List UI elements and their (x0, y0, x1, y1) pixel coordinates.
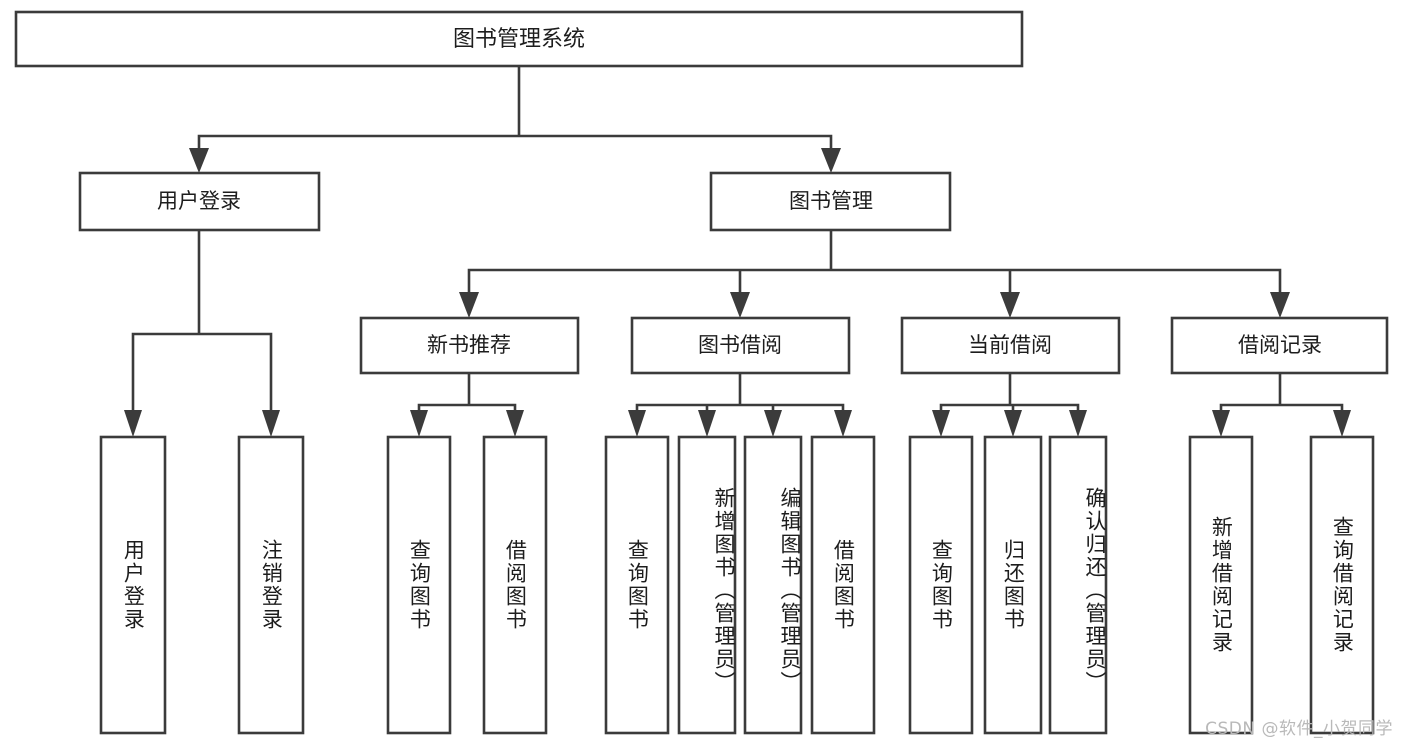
node-book-manage[interactable]: 图书管理 (709, 171, 952, 232)
leaf-box-logout[interactable] (237, 435, 305, 735)
leaf-box-cb-return-book[interactable] (983, 435, 1043, 735)
leaf-box-br-query-record[interactable] (1309, 435, 1375, 735)
node-current-borrow-box[interactable] (900, 316, 1121, 375)
node-new-book-rec-box[interactable] (359, 316, 580, 375)
arrowhead-new-book-rec (459, 292, 479, 318)
connector-root-to-level2 (197, 64, 833, 160)
arrowhead-bb-edit-book (764, 410, 782, 437)
arrowhead-cb-return-book (1004, 410, 1022, 437)
leaf-box-cb-confirm-return[interactable] (1048, 435, 1108, 735)
node-borrow-record-box[interactable] (1170, 316, 1389, 375)
connector-borrowrecord-bus (1219, 371, 1344, 422)
arrowhead-bb-add-book (698, 410, 716, 437)
leaf-box-br-add-record[interactable] (1188, 435, 1254, 735)
leaf-box-layer (99, 435, 1375, 735)
leaf-box-bb-edit-book[interactable] (743, 435, 803, 735)
arrowhead-leaf-user-login (124, 410, 142, 437)
node-book-borrow-label: 图书借阅 (698, 333, 782, 357)
leaf-box-bb-borrow-book[interactable] (810, 435, 876, 735)
leaf-box-bb-query-book[interactable] (604, 435, 670, 735)
node-root[interactable]: 图书管理系统 (14, 10, 1024, 68)
node-book-manage-box[interactable] (709, 171, 952, 232)
connector-layer (124, 64, 1351, 437)
node-borrow-record-label: 借阅记录 (1238, 333, 1322, 357)
arrowhead-cb-query-book (932, 410, 950, 437)
connector-userlogin-bus (131, 228, 273, 422)
node-user-login[interactable]: 用户登录 (78, 171, 321, 232)
leaf-box-bb-add-book[interactable] (677, 435, 737, 735)
connector-bookmanage-bus (467, 228, 1282, 302)
arrowhead-nbr-query-book (410, 410, 428, 437)
arrowhead-book-borrow (730, 292, 750, 318)
arrowhead-current-borrow (1000, 292, 1020, 318)
leaf-box-nbr-query-book[interactable] (386, 435, 452, 735)
arrowhead-cb-confirm-return (1069, 410, 1087, 437)
leaf-box-cb-query-book[interactable] (908, 435, 974, 735)
node-borrow-record[interactable]: 借阅记录 (1170, 316, 1389, 375)
arrowhead-bb-borrow-book (834, 410, 852, 437)
node-new-book-rec-label: 新书推荐 (427, 333, 511, 357)
node-new-book-rec[interactable]: 新书推荐 (359, 316, 580, 375)
arrowhead-bb-query-book (628, 410, 646, 437)
connector-bookborrow-bus (635, 371, 845, 422)
node-current-borrow-label: 当前借阅 (968, 333, 1052, 357)
node-user-login-box[interactable] (78, 171, 321, 232)
leaf-box-nbr-borrow-book[interactable] (482, 435, 548, 735)
node-book-borrow[interactable]: 图书借阅 (630, 316, 851, 375)
connector-newbookrec-bus (417, 371, 517, 422)
arrowhead-br-query-record (1333, 410, 1351, 437)
arrowhead-leaf-logout (262, 410, 280, 437)
node-root-label: 图书管理系统 (453, 27, 585, 52)
node-book-borrow-box[interactable] (630, 316, 851, 375)
node-root-box[interactable] (14, 10, 1024, 68)
arrowhead-user-login (189, 148, 209, 173)
csdn-watermark: CSDN @软件_小贺同学 (1205, 719, 1393, 739)
arrowhead-nbr-borrow-book (506, 410, 524, 437)
leaf-box-user-login[interactable] (99, 435, 167, 735)
arrowhead-borrow-record (1270, 292, 1290, 318)
node-user-login-label: 用户登录 (157, 189, 241, 213)
node-book-manage-label: 图书管理 (789, 189, 873, 213)
node-current-borrow[interactable]: 当前借阅 (900, 316, 1121, 375)
arrowhead-book-manage (821, 148, 841, 173)
arrowhead-br-add-record (1212, 410, 1230, 437)
